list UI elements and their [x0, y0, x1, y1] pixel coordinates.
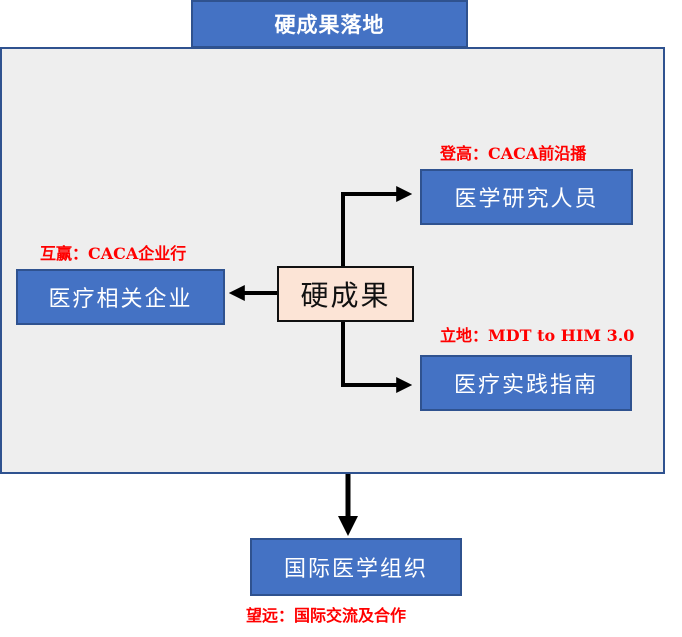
node-international: 国际医学组织: [250, 538, 462, 596]
node-research: 医学研究人员: [420, 169, 633, 225]
label-enterprise: 互赢：CACA企业行: [40, 244, 187, 263]
node-enterprise: 医疗相关企业: [16, 269, 225, 325]
label-practice: 立地：MDT to HIM 3.0: [440, 326, 635, 345]
label-research: 登高：CACA前沿播: [440, 144, 587, 163]
arrow-to-research: [341, 186, 413, 268]
label-international: 望远：国际交流及合作: [246, 606, 407, 625]
node-practice: 医疗实践指南: [420, 355, 632, 411]
arrow-to-practice: [341, 320, 413, 393]
diagram-title: 硬成果落地: [191, 0, 468, 48]
center-node: 硬成果: [277, 266, 414, 322]
